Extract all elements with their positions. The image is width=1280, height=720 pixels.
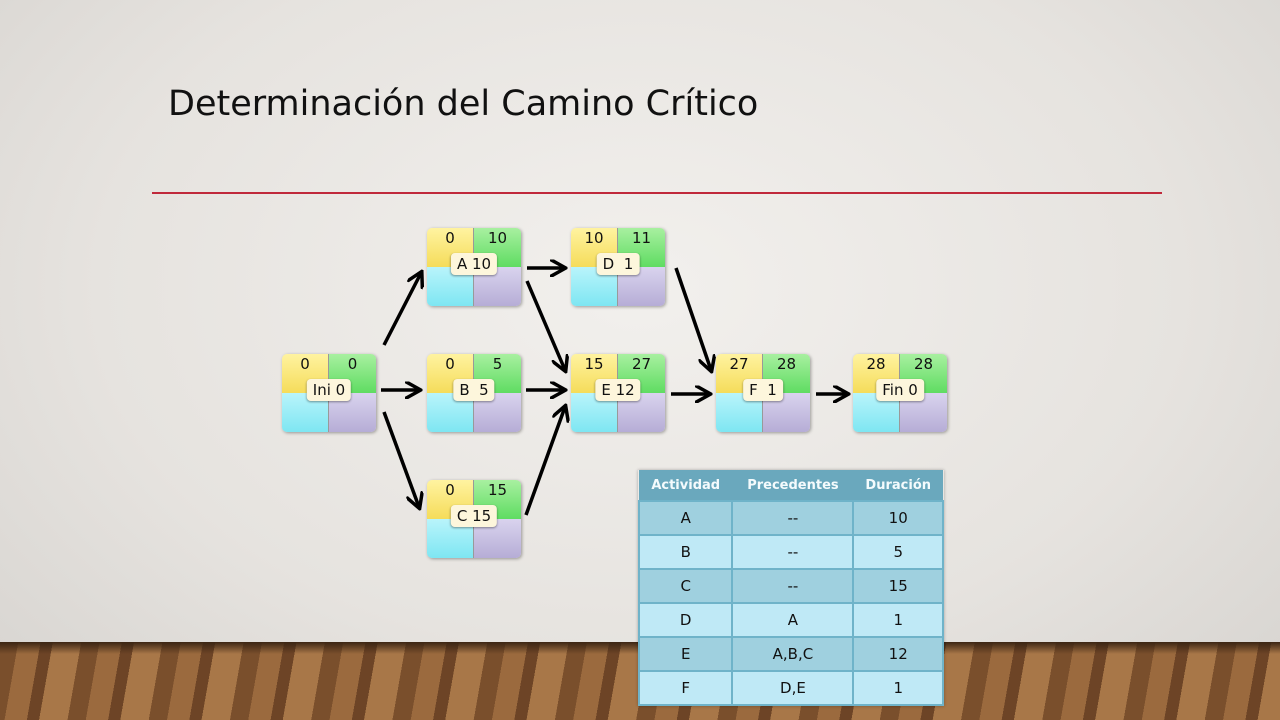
early-start: 15 [571,354,618,393]
table-cell: -- [731,500,855,536]
node-label: Fin 0 [876,379,924,401]
node-fin: 28 28 Fin 0 [853,354,947,432]
node-label: D 1 [596,253,640,275]
table-cell: 10 [852,500,944,536]
arrow-ini-c [382,411,419,507]
early-start: 0 [282,354,329,393]
table-row: A--10 [637,500,944,536]
table-cell: 5 [852,534,944,570]
early-finish: 27 [618,354,665,393]
node-e: 15 27 E 12 [571,354,665,432]
header-actividad: Actividad [639,470,733,501]
arrow-ini-a [382,273,421,346]
table-cell: -- [731,568,855,604]
table-cell: F [637,670,734,706]
node-label: C 15 [450,505,498,527]
slide-title: Determinación del Camino Crítico [168,84,759,124]
arrow-c-e [524,407,565,516]
node-f: 27 28 F 1 [716,354,810,432]
node-ini: 0 0 Ini 0 [282,354,376,432]
table-cell: D,E [731,670,855,706]
node-label: F 1 [743,379,783,401]
table-cell: 12 [852,636,944,672]
table-row: B--5 [637,534,944,570]
header-duracion: Duración [853,470,943,501]
node-label: E 12 [595,379,641,401]
node-d: 10 11 D 1 [571,228,665,306]
node-label: B 5 [453,379,495,401]
table-cell: -- [731,534,855,570]
arrow-a-e [525,280,565,370]
node-c: 0 15 C 15 [427,480,521,558]
table-cell: 15 [852,568,944,604]
table-cell: B [637,534,734,570]
table-cell: C [637,568,734,604]
header-precedentes: Precedentes [732,470,854,501]
early-start: 0 [427,354,474,393]
node-a: 0 10 A 10 [427,228,521,306]
title-divider [152,192,1162,194]
table-cell: D [637,602,734,638]
table-cell: A [637,500,734,536]
node-label: A 10 [450,253,498,275]
table-cell: E [637,636,734,672]
table-row: C--15 [637,568,944,604]
table-cell: 1 [852,670,944,706]
early-start: 27 [716,354,763,393]
arrow-d-f [674,267,711,370]
table-cell: A,B,C [731,636,855,672]
node-b: 0 5 B 5 [427,354,521,432]
node-label: Ini 0 [306,379,352,401]
table-cell: 1 [852,602,944,638]
table-cell: A [731,602,855,638]
